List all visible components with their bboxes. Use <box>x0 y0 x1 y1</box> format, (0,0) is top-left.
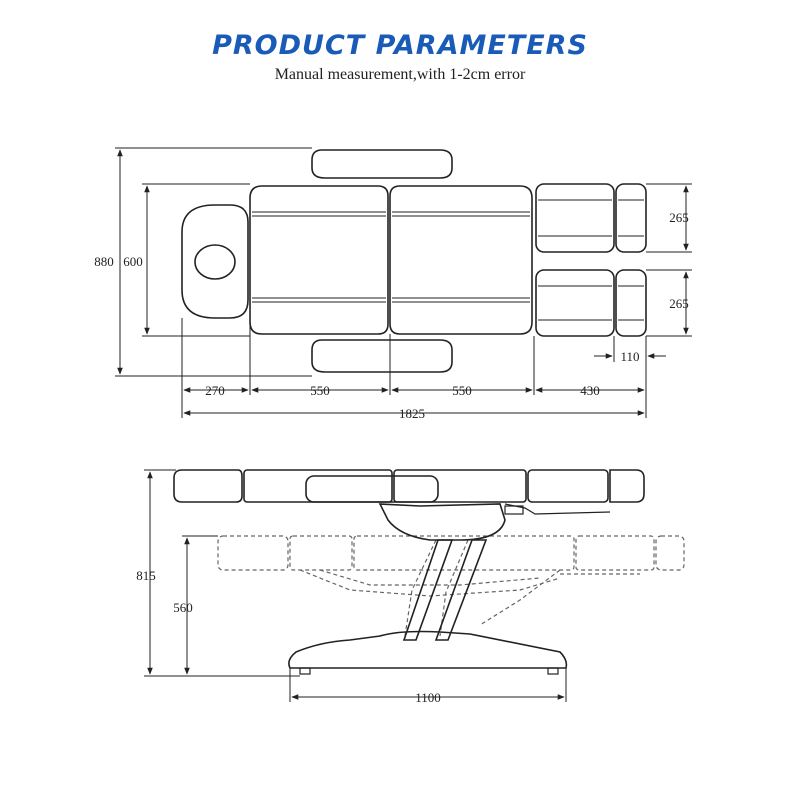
dim-label-550-seat: 550 <box>452 383 472 398</box>
foot-lower-section <box>615 269 647 337</box>
leg-lower-section <box>535 269 615 337</box>
seat-section <box>389 185 533 335</box>
base <box>288 630 568 669</box>
headrest <box>181 204 249 319</box>
actuator-bracket <box>504 505 524 515</box>
side-headrest <box>173 469 243 503</box>
foot-upper-section <box>615 183 647 253</box>
side-seat-section <box>393 469 527 503</box>
dim-label-600: 600 <box>123 254 143 269</box>
side-view-dimensions <box>144 469 567 702</box>
stitching-lines <box>252 199 644 321</box>
armrest-top <box>311 149 453 179</box>
dim-label-550-back: 550 <box>310 383 330 398</box>
side-view-dimension-labels: 815 560 1100 <box>136 568 441 705</box>
side-armrest <box>305 475 439 503</box>
dim-label-265-lower: 265 <box>669 296 689 311</box>
side-view-lowered-position <box>217 535 685 637</box>
dim-label-430: 430 <box>580 383 600 398</box>
face-hole <box>194 244 236 280</box>
leg-upper-section <box>535 183 615 253</box>
dim-label-1825: 1825 <box>399 406 425 421</box>
base-foot-right <box>547 667 559 675</box>
seat-support <box>378 503 506 541</box>
top-view <box>181 149 647 373</box>
armrest-bottom <box>311 339 453 373</box>
dim-label-110: 110 <box>620 349 639 364</box>
dim-label-270: 270 <box>205 383 225 398</box>
page-title: PRODUCT PARAMETERS <box>212 30 588 61</box>
column-right <box>434 539 488 641</box>
column-left <box>402 539 454 641</box>
dim-label-560: 560 <box>173 600 193 615</box>
side-back-section <box>243 469 393 503</box>
dim-label-815: 815 <box>136 568 156 583</box>
side-foot-section <box>609 469 645 503</box>
side-leg-section <box>527 469 609 503</box>
page-subtitle: Manual measurement,with 1-2cm error <box>274 66 526 83</box>
top-view-dimension-labels: 880 600 265 265 110 270 550 550 430 1825 <box>94 210 689 421</box>
side-view-raised-position <box>173 469 645 675</box>
top-view-dimensions <box>115 147 692 418</box>
back-section <box>249 185 389 335</box>
dim-label-880: 880 <box>94 254 114 269</box>
dim-label-265-upper: 265 <box>669 210 689 225</box>
dim-label-1100: 1100 <box>415 690 441 705</box>
base-foot-left <box>299 667 311 675</box>
